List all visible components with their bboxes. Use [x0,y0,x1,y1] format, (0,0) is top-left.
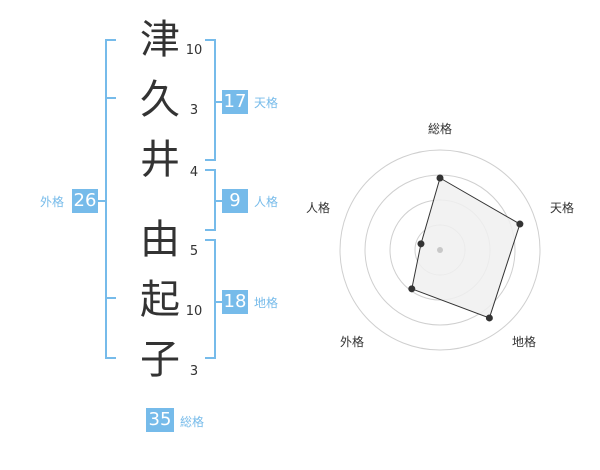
tenkaku-bracket [205,39,216,161]
radar-point-soukaku [436,174,444,182]
name-char-4: 由 [140,217,180,263]
tenkaku-value-badge: 17 [222,90,248,114]
name-char-3: 井 [140,137,180,183]
name-char-2: 久 [140,77,180,123]
radar-grid-ring [339,149,541,351]
gaikaku-value-badge: 26 [72,189,98,213]
radar-label-gaikaku: 外格 [339,335,364,349]
radar-point-tenkaku [516,220,524,228]
stroke-count-1: 10 [185,43,203,58]
radar-point-jinkaku [417,240,425,248]
radar-label-chikaku: 地格 [511,335,536,349]
name-char-6: 子 [140,337,180,383]
radar-point-gaikaku [408,285,416,293]
radar-center-point [437,247,443,253]
jinkaku-label: 人格 [254,195,279,209]
jinkaku-value-badge: 9 [222,189,248,213]
soukaku-label: 総格 [180,415,205,429]
stroke-count-4: 5 [189,244,199,259]
chikaku-value-badge: 18 [222,290,248,314]
stroke-count-2: 3 [189,103,199,118]
name-char-1: 津 [140,17,180,63]
chikaku-bracket [205,239,216,359]
tenkaku-label: 天格 [254,96,279,110]
radar-label-soukaku: 総格 [427,122,452,136]
stroke-count-3: 4 [189,165,199,180]
radar-score-polygon [411,177,521,319]
stroke-count-5: 10 [185,304,203,319]
gaikaku-bracket [105,39,116,359]
radar-point-chikaku [485,314,493,322]
radar-label-jinkaku: 人格 [305,201,330,215]
stroke-count-6: 3 [189,364,199,379]
radar-label-tenkaku: 天格 [549,201,574,215]
kakusu-brackets [98,39,222,359]
gaikaku-label: 外格 [40,195,65,209]
chikaku-label: 地格 [254,296,279,310]
soukaku-value-badge: 35 [146,408,174,432]
name-char-5: 起 [140,277,180,323]
